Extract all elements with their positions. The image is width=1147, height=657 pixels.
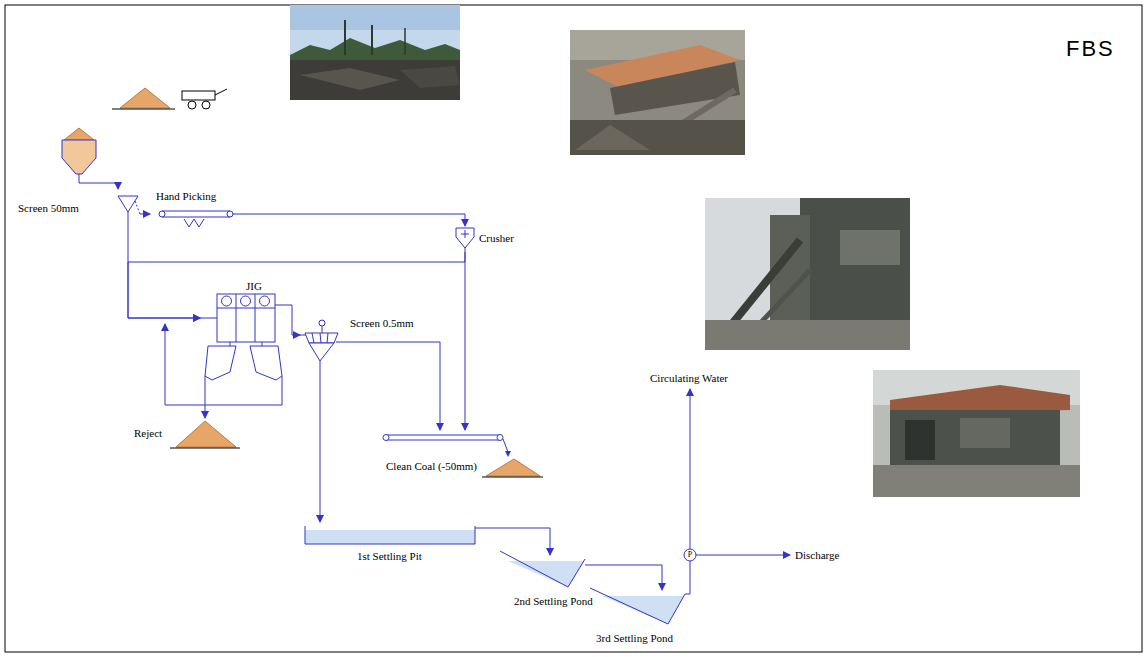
- feed-stockpile: [112, 88, 175, 109]
- reject-pile: Reject: [130, 418, 240, 448]
- equipment-label: Crusher: [479, 232, 514, 245]
- screen-unit: Screen 0.5mm: [300, 315, 430, 373]
- photo: [290, 5, 460, 100]
- stream-label: Circulating Water: [650, 372, 728, 385]
- equipment-label: Reject: [134, 427, 162, 440]
- hopper: [62, 128, 118, 189]
- settling-pond: 2nd Settling Pond: [500, 555, 620, 615]
- product-pile: Clean Coal (-50mm): [378, 430, 543, 478]
- equipment-label: Hand Picking: [156, 190, 216, 203]
- frame: [5, 5, 1142, 652]
- stream-label: Discharge: [795, 549, 839, 562]
- equipment-label: JIG: [246, 280, 262, 293]
- photo: [873, 370, 1080, 497]
- flow-line: [320, 373, 321, 522]
- cart-icon: [182, 89, 227, 109]
- equipment-label: Clean Coal (-50mm): [386, 460, 477, 473]
- equipment-label: 2nd Settling Pond: [514, 595, 593, 608]
- photo: [570, 30, 745, 155]
- jig-unit: JIG: [200, 280, 285, 395]
- title: FBS: [1066, 36, 1115, 62]
- settling-pit: 1st Settling Pit: [305, 522, 475, 567]
- flow-line: [140, 214, 150, 215]
- flow-line: [475, 528, 550, 555]
- pump-symbol-letter: P: [688, 550, 692, 560]
- flow-line: [620, 565, 662, 590]
- flow-line: [235, 214, 465, 226]
- flow-line: [128, 230, 200, 318]
- settling-pond: 3rd Settling Pond: [590, 590, 700, 652]
- jig-unit-symbol: [200, 280, 285, 395]
- crusher-unit: Crusher: [455, 226, 530, 252]
- flow-line: [465, 252, 466, 430]
- conveyor-unit: Hand Picking: [150, 190, 235, 230]
- screen-unit: Screen 50mm: [15, 190, 140, 230]
- equipment-label: Screen 50mm: [18, 202, 79, 215]
- equipment-label: 3rd Settling Pond: [596, 632, 673, 645]
- photo: [705, 198, 910, 350]
- flow-line: [285, 305, 300, 335]
- equipment-label: Screen 0.5mm: [350, 317, 414, 330]
- flow-line: [205, 395, 206, 418]
- water-lines: [684, 389, 790, 594]
- equipment-label: 1st Settling Pit: [357, 550, 422, 563]
- flow-line: [430, 342, 440, 430]
- flow-line: [128, 252, 465, 318]
